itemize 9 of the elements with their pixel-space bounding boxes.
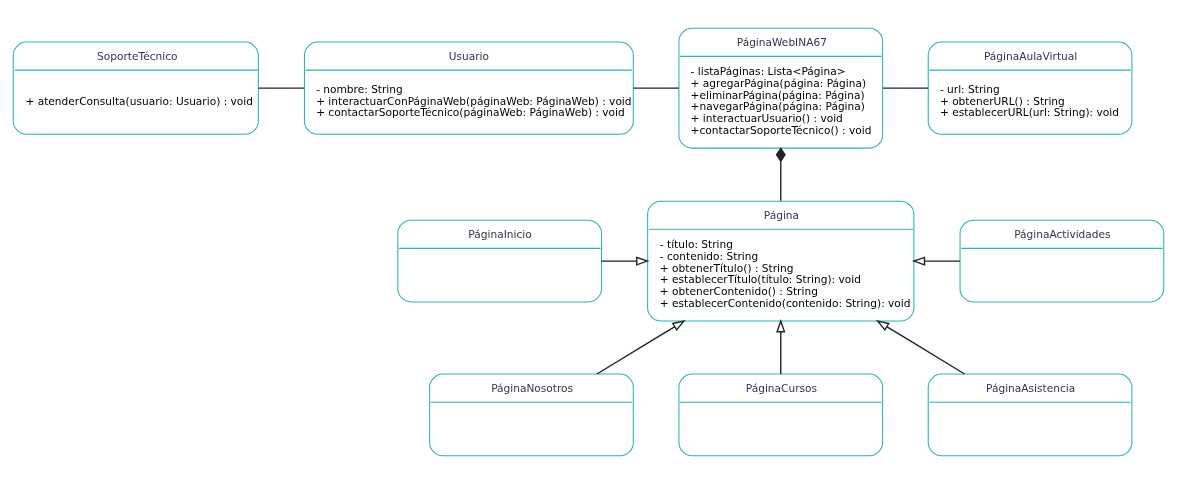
arrow [600, 256, 650, 266]
arrow [875, 320, 966, 375]
connector [257, 87, 305, 89]
connector [775, 147, 786, 202]
connector [632, 87, 680, 89]
arrow [776, 319, 786, 375]
connector [882, 87, 929, 89]
arrow [596, 320, 686, 375]
arrow [911, 256, 961, 266]
